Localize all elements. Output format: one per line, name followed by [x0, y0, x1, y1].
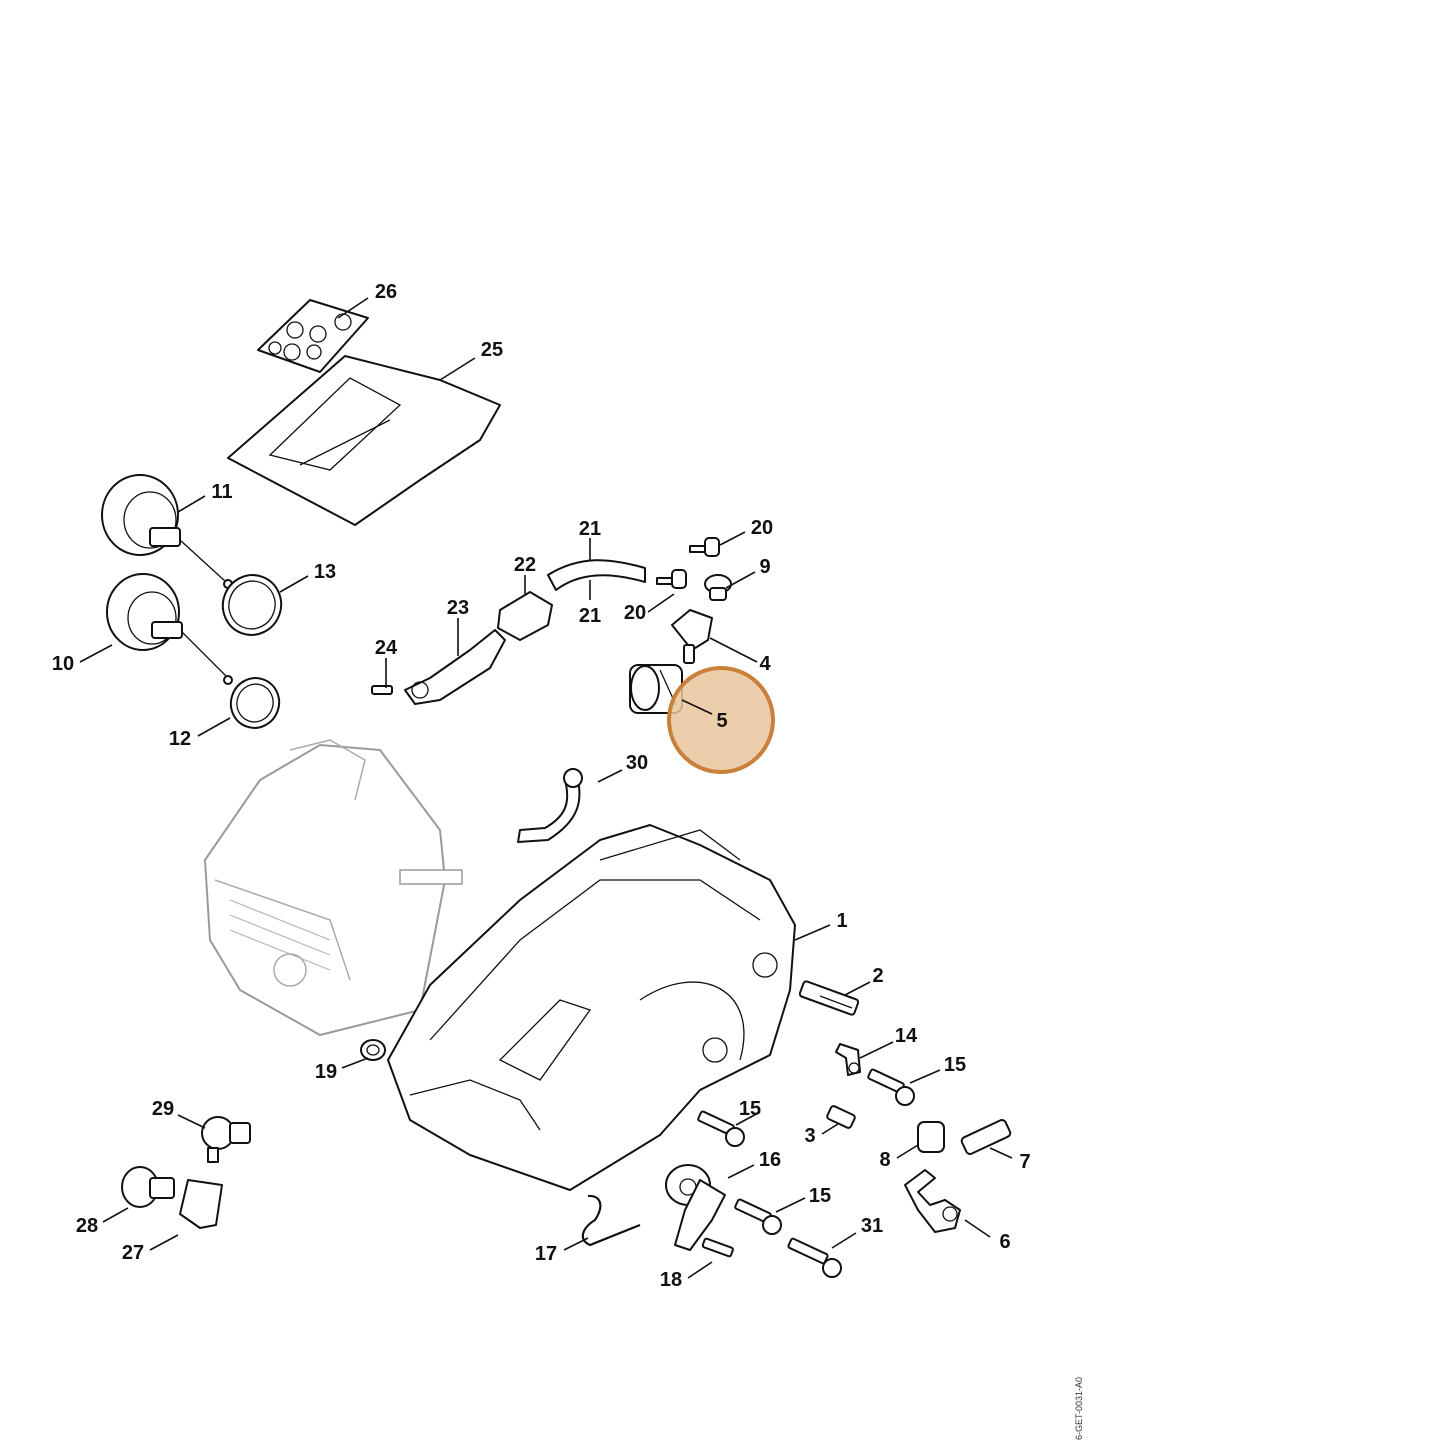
callout-12: 11 [211, 481, 232, 503]
leader-lines [79, 297, 1013, 1279]
part-13-o-ring[interactable] [214, 567, 289, 643]
callout-9: 9 [759, 556, 770, 578]
part-25-bracket[interactable] [179, 1179, 223, 1229]
callout-25: 27 [122, 1242, 144, 1264]
callout-27: 29 [152, 1098, 174, 1120]
callout-13: 13 [314, 561, 336, 583]
part-29-cover[interactable] [227, 355, 501, 526]
callout-18: 18 [660, 1269, 682, 1291]
callout-7: 7 [1019, 1151, 1030, 1173]
callout-22: 22 [514, 554, 536, 576]
part-14-lug[interactable] [835, 1043, 861, 1076]
part-27-bushing[interactable] [201, 1116, 251, 1163]
part-26-stud[interactable] [121, 1166, 175, 1208]
callout-10: 10 [52, 653, 74, 675]
callout-16: 16 [759, 1149, 781, 1171]
callout-15-a: 15 [944, 1054, 966, 1076]
part-17-clip[interactable] [581, 1194, 641, 1247]
part-10-fuel-cap[interactable] [106, 573, 233, 685]
callout-20-lower: 20 [624, 602, 646, 624]
part-7-adjuster[interactable] [960, 1119, 1012, 1156]
part-9-plug[interactable] [704, 574, 732, 601]
callout-4: 4 [759, 653, 771, 675]
part-20-fitting-top[interactable] [689, 537, 720, 557]
document-code: 6-GET-0031-A0 [1074, 1377, 1084, 1440]
part-19-plug[interactable] [360, 1039, 386, 1061]
part-12-oil-cap[interactable] [101, 474, 233, 589]
callout-8: 8 [879, 1149, 890, 1171]
callout-15-b: 15 [739, 1098, 761, 1120]
part-6-fitting[interactable] [904, 1169, 961, 1233]
callout-21-bottom: 21 [579, 605, 601, 627]
callout-21-top: 21 [579, 518, 601, 540]
callout-29: 25 [481, 339, 503, 361]
part-8-sleeve[interactable] [917, 1121, 945, 1153]
callout-3: 3 [804, 1125, 815, 1147]
callout-20-top: 20 [751, 517, 773, 539]
part-31-screw[interactable] [787, 1237, 842, 1278]
part-23-bracket[interactable] [404, 629, 506, 705]
part-15-screw-c[interactable] [734, 1198, 782, 1235]
part-2-stud[interactable] [798, 980, 860, 1016]
part-15-screw-b[interactable] [697, 1110, 745, 1147]
callout-24: 24 [375, 637, 398, 659]
engine-assembly [203, 739, 463, 1037]
part-24-screw[interactable] [371, 685, 393, 695]
callout-23: 23 [447, 597, 469, 619]
part-3-set-screw[interactable] [826, 1105, 856, 1129]
part-16-lever[interactable] [665, 1164, 726, 1251]
callout-19: 19 [315, 1061, 337, 1083]
callout-31: 31 [861, 1215, 883, 1237]
part-28-fuel-line[interactable] [517, 768, 583, 843]
part-18-screw[interactable] [701, 1237, 734, 1258]
callout-15-c: 15 [809, 1185, 831, 1207]
callout-6: 6 [999, 1231, 1010, 1253]
callout-26: 28 [76, 1215, 98, 1237]
part-1-housing[interactable] [387, 824, 796, 1191]
part-11-o-ring[interactable] [224, 671, 286, 734]
part-4-pickup[interactable] [671, 609, 713, 664]
part-22-valve[interactable] [497, 591, 553, 641]
part-21-hose[interactable] [547, 559, 646, 591]
highlight-circle [667, 666, 775, 774]
callout-28: 30 [626, 752, 648, 774]
callout-1: 1 [836, 910, 847, 932]
callout-5: 5 [716, 710, 727, 732]
callout-14: 14 [895, 1025, 918, 1047]
part-15-screw-a[interactable] [867, 1068, 915, 1106]
part-20-fitting-lower[interactable] [656, 569, 687, 589]
callout-11: 12 [169, 728, 191, 750]
callout-30: 26 [375, 281, 397, 303]
callout-17: 17 [535, 1243, 557, 1265]
callout-2: 2 [872, 965, 883, 987]
